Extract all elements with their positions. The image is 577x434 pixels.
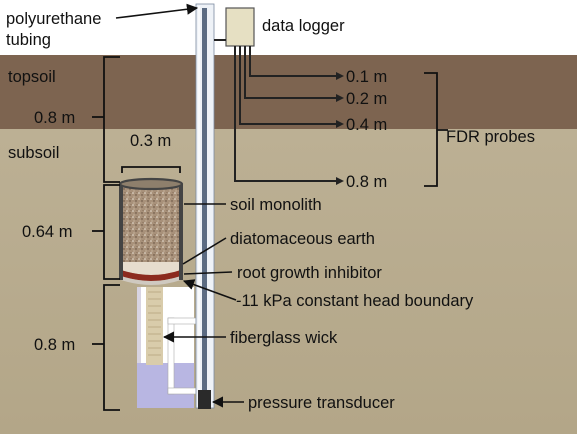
wire-probe-04	[239, 46, 336, 125]
monolith-wall-right	[179, 184, 183, 280]
probe-tip-04	[336, 120, 344, 128]
probe-depth-08: 0.8 m	[346, 173, 387, 191]
diatomaceous-earth-leader	[182, 237, 227, 265]
subsoil-label: subsoil	[8, 144, 59, 162]
monolith-bottom-rim	[121, 276, 181, 285]
topsoil-label: topsoil	[8, 68, 56, 86]
tubing-label-line2: tubing	[6, 31, 51, 49]
probe-depth-04: 0.4 m	[346, 116, 387, 134]
root-inhibitor-leader	[183, 271, 233, 275]
diatomaceous-earth-layer	[121, 262, 181, 275]
topsoil-layer	[0, 55, 577, 129]
tubing-label-line1: polyurethane	[6, 10, 101, 28]
reservoir-pipe-bottom	[167, 387, 198, 395]
monolith-top-rim	[118, 177, 184, 191]
root-inhibitor-label: root growth inhibitor	[237, 264, 382, 282]
reservoir-pipe-vertical	[167, 317, 175, 395]
wire-probe-01	[249, 46, 336, 77]
wick-texture	[148, 291, 161, 356]
wire-probe-08	[234, 46, 336, 182]
monolith-width-label: 0.3 m	[130, 132, 171, 150]
topsoil-depth-label: 0.8 m	[34, 109, 75, 127]
probe-depth-02: 0.2 m	[346, 90, 387, 108]
wire-probe-02	[244, 46, 336, 99]
probe-tip-08	[336, 177, 344, 185]
lower-depth-label: 0.8 m	[34, 336, 75, 354]
root-inhibitor-layer	[121, 270, 181, 281]
sky-background	[0, 0, 577, 55]
diatomaceous-earth-label: diatomaceous earth	[230, 230, 375, 248]
fdr-probes-label: FDR probes	[446, 128, 535, 146]
subsoil-layer	[0, 129, 577, 434]
probe-tip-02	[336, 94, 344, 102]
lower-depth-bracket	[103, 284, 120, 411]
probe-depth-01: 0.1 m	[346, 68, 387, 86]
soil-monolith-label: soil monolith	[230, 196, 322, 214]
topsoil-depth-bracket	[103, 56, 120, 183]
monolith-wall-left	[119, 184, 123, 280]
fiberglass-wick-label: fiberglass wick	[230, 329, 338, 347]
data-logger-label: data logger	[262, 17, 345, 35]
monolith-width-bracket	[121, 166, 181, 173]
constant-head-leader	[182, 279, 237, 301]
tubing-core	[202, 8, 207, 406]
water-reservoir	[137, 363, 194, 408]
pressure-transducer-label: pressure transducer	[248, 394, 395, 412]
constant-head-label: -11 kPa constant head boundary	[236, 292, 474, 310]
monolith-body	[121, 184, 181, 283]
data-logger-box	[225, 7, 255, 47]
tubing-leader	[115, 3, 199, 19]
probe-tip-01	[336, 72, 344, 80]
cavity-shadow	[137, 287, 141, 408]
reservoir-pipe-top	[167, 317, 198, 325]
monolith-height-bracket	[103, 184, 120, 280]
pressure-transducer	[198, 390, 211, 409]
monolith-height-label: 0.64 m	[22, 223, 72, 241]
fdr-probes-brace	[424, 72, 448, 187]
